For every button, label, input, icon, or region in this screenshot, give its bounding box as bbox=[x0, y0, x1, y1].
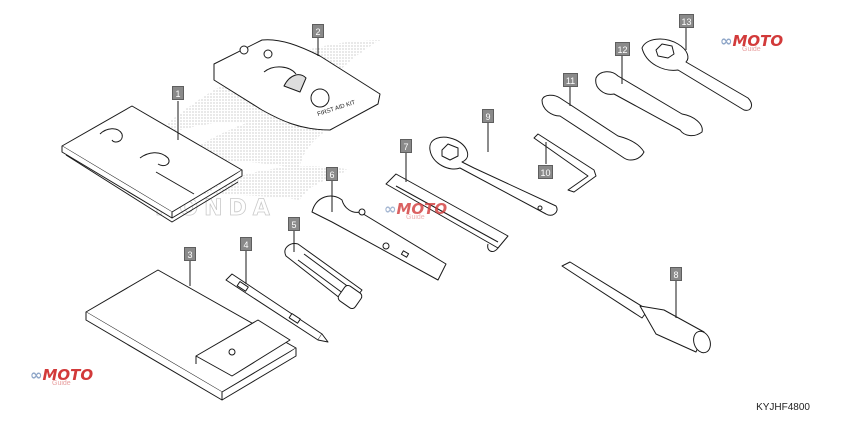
callout-3[interactable]: 3 bbox=[184, 247, 196, 261]
callout-11[interactable]: 11 bbox=[563, 73, 578, 87]
watermark-center: ∞MOTO Guide bbox=[384, 200, 448, 221]
part-screwdriver bbox=[225, 273, 329, 343]
callout-1[interactable]: 1 bbox=[172, 86, 184, 100]
part-ring-spanner bbox=[429, 136, 558, 216]
callout-10[interactable]: 10 bbox=[538, 165, 553, 179]
part-spark-plug-wrench bbox=[561, 261, 711, 354]
part-screwdriver-handle bbox=[284, 243, 363, 310]
part-owners-manual bbox=[61, 105, 243, 223]
callout-7[interactable]: 7 bbox=[400, 139, 412, 153]
part-extension-bar bbox=[385, 173, 509, 252]
callout-8[interactable]: 8 bbox=[670, 267, 682, 281]
watermark-bottom-left: ∞MOTO Guide bbox=[30, 366, 94, 387]
watermark-top-right: ∞MOTO Guide bbox=[720, 32, 784, 53]
part-open-end-wrench-medium bbox=[595, 71, 703, 137]
part-first-aid-kit: FIRST AID KIT bbox=[213, 39, 381, 131]
callout-5[interactable]: 5 bbox=[288, 217, 300, 231]
callout-13[interactable]: 13 bbox=[679, 14, 694, 28]
part-ring-spanner-large bbox=[641, 38, 752, 111]
part-tool-bag bbox=[85, 269, 297, 401]
callout-12[interactable]: 12 bbox=[615, 42, 630, 56]
part-pin-spanner bbox=[311, 195, 447, 281]
callout-6[interactable]: 6 bbox=[326, 167, 338, 181]
callout-9[interactable]: 9 bbox=[482, 109, 494, 123]
callout-4[interactable]: 4 bbox=[240, 237, 252, 251]
figure-reference-code: KYJHF4800 bbox=[756, 402, 810, 413]
part-open-end-wrench-small bbox=[541, 94, 645, 161]
callout-2[interactable]: 2 bbox=[312, 24, 324, 38]
part-hex-key bbox=[533, 133, 597, 193]
leader-lines bbox=[177, 28, 687, 318]
